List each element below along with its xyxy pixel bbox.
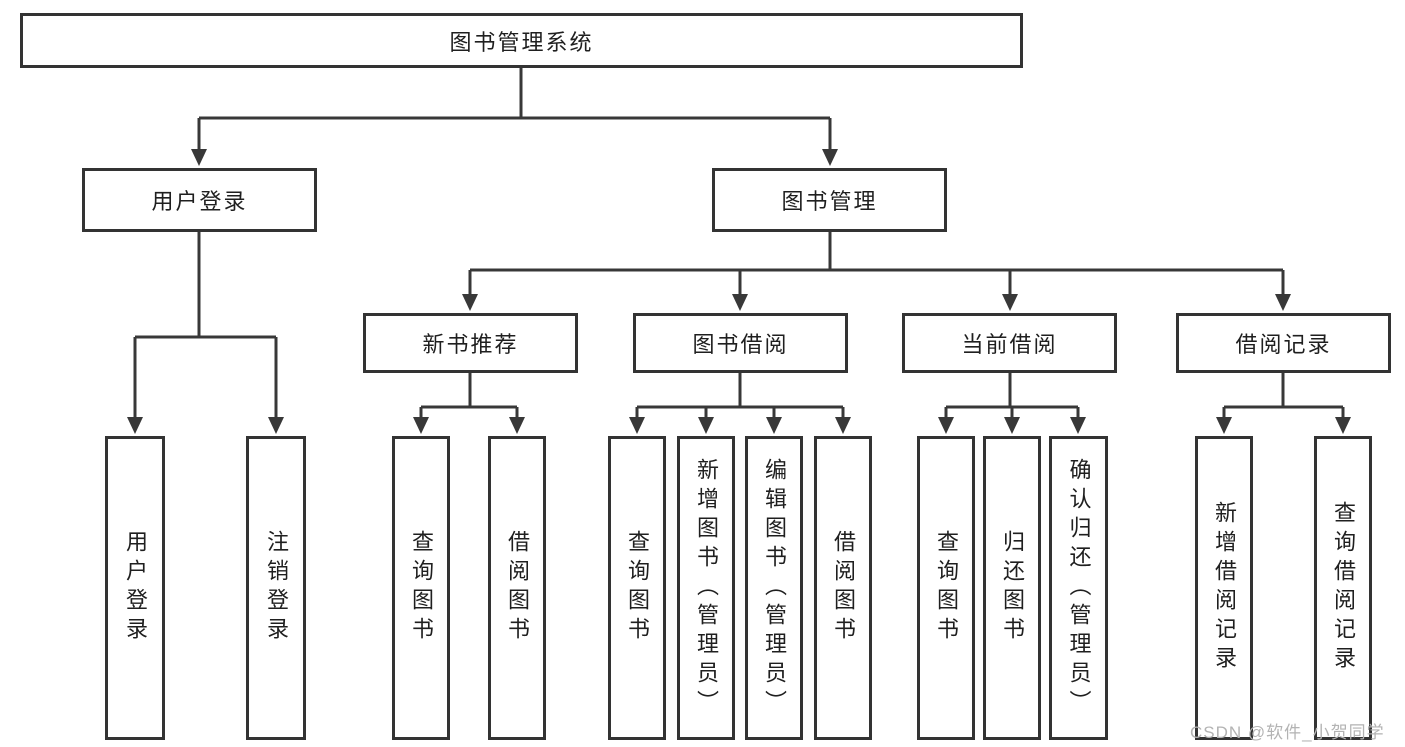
leaf-label: 查询借阅记录 [1331, 501, 1356, 675]
node-book-management: 图书管理 [712, 168, 947, 232]
leaf-label: 确认归还（管理员） [1066, 457, 1092, 719]
arrowhead-icon [127, 417, 143, 434]
leaf-query-books-2: 查询图书 [608, 436, 666, 740]
leaf-label: 用户登录 [123, 530, 148, 646]
leaf-logout: 注销登录 [246, 436, 306, 740]
arrowhead-icon [413, 417, 429, 434]
arrowhead-icon [732, 294, 748, 311]
leaf-add-book-admin: 新增图书（管理员） [677, 436, 735, 740]
leaf-user-login: 用户登录 [105, 436, 165, 740]
leaf-label: 借阅图书 [831, 530, 856, 646]
node-borrow-records-label: 借阅记录 [1235, 332, 1332, 357]
leaf-query-books-1: 查询图书 [392, 436, 450, 740]
arrowhead-icon [822, 149, 838, 166]
arrowhead-icon [1275, 294, 1291, 311]
node-book-management-label: 图书管理 [781, 189, 878, 214]
arrowhead-icon [1070, 417, 1086, 434]
node-current-borrow-label: 当前借阅 [961, 332, 1058, 357]
arrowhead-icon [835, 417, 851, 434]
leaf-query-books-3: 查询图书 [917, 436, 975, 740]
arrowhead-icon [462, 294, 478, 311]
node-root: 图书管理系统 [20, 13, 1023, 68]
leaf-label: 查询图书 [409, 530, 434, 646]
node-new-book-recommend-label: 新书推荐 [422, 332, 519, 357]
arrowhead-icon [629, 417, 645, 434]
node-user-login-label: 用户登录 [151, 189, 248, 214]
arrowhead-icon [938, 417, 954, 434]
arrowhead-icon [766, 417, 782, 434]
node-user-login: 用户登录 [82, 168, 317, 232]
watermark: CSDN @软件_小贺同学 [1190, 723, 1385, 742]
leaf-label: 查询图书 [625, 530, 650, 646]
leaf-confirm-return-admin: 确认归还（管理员） [1049, 436, 1108, 740]
arrowhead-icon [268, 417, 284, 434]
arrowhead-icon [1335, 417, 1351, 434]
leaf-return-book: 归还图书 [983, 436, 1041, 740]
leaf-query-borrow-record: 查询借阅记录 [1314, 436, 1372, 740]
node-root-label: 图书管理系统 [449, 29, 594, 55]
leaf-edit-book-admin: 编辑图书（管理员） [745, 436, 803, 740]
leaf-borrow-books-2: 借阅图书 [814, 436, 872, 740]
arrowhead-icon [509, 417, 525, 434]
leaf-borrow-books-1: 借阅图书 [488, 436, 546, 740]
node-book-borrow-label: 图书借阅 [692, 332, 789, 357]
node-borrow-records: 借阅记录 [1176, 313, 1391, 373]
node-new-book-recommend: 新书推荐 [363, 313, 578, 373]
arrowhead-icon [698, 417, 714, 434]
arrowhead-icon [191, 149, 207, 166]
node-book-borrow: 图书借阅 [633, 313, 848, 373]
node-current-borrow: 当前借阅 [902, 313, 1117, 373]
leaf-label: 新增借阅记录 [1212, 501, 1237, 675]
arrowhead-icon [1002, 294, 1018, 311]
arrowhead-icon [1216, 417, 1232, 434]
leaf-label: 新增图书（管理员） [694, 457, 719, 719]
leaf-label: 查询图书 [934, 530, 959, 646]
leaf-label: 注销登录 [264, 530, 289, 646]
leaf-label: 编辑图书（管理员） [762, 457, 787, 719]
leaf-add-borrow-record: 新增借阅记录 [1195, 436, 1253, 740]
leaf-label: 借阅图书 [505, 530, 530, 646]
arrowhead-icon [1004, 417, 1020, 434]
leaf-label: 归还图书 [1000, 530, 1025, 646]
